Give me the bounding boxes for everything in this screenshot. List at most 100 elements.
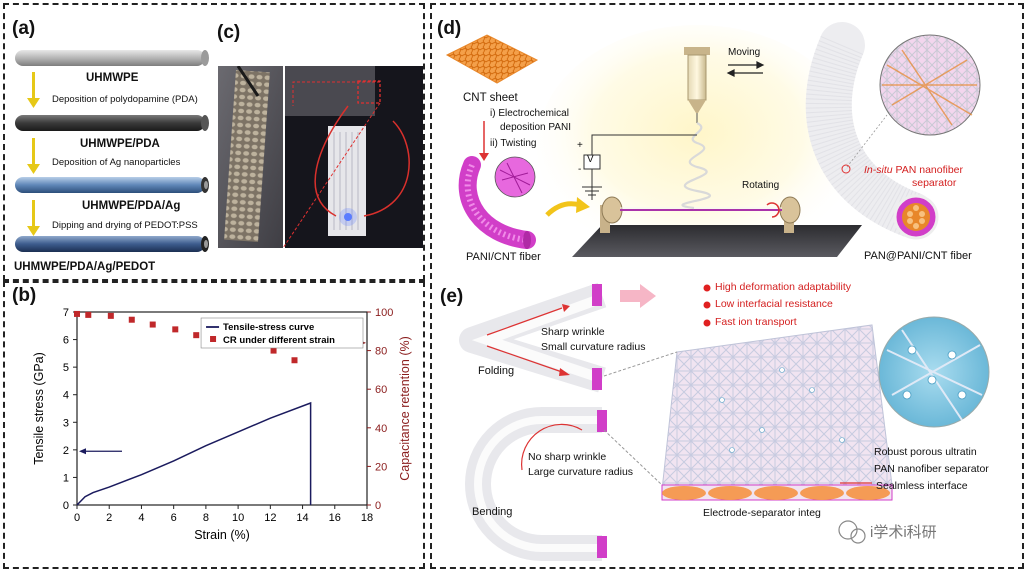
- y-right-tick-label: 20: [375, 461, 387, 473]
- panel-d-diagram: [445, 22, 981, 265]
- no-sharp-wrinkle-label: No sharp wrinkle: [528, 451, 607, 463]
- y-right-tick-label: 60: [375, 384, 387, 396]
- small-curvature-label: Small curvature radius: [541, 341, 646, 353]
- y-left-tick-label: 1: [63, 472, 69, 484]
- panel-e-diagram: [459, 282, 990, 561]
- robust-label-1: Robust porous ultratin: [874, 446, 977, 458]
- y-left-tick-label: 6: [63, 335, 69, 347]
- x-tick-label: 8: [203, 512, 209, 524]
- series-point-capacitance-retention: [193, 332, 200, 339]
- roller-left: [601, 196, 623, 224]
- frame-panels-d-e: [430, 3, 1024, 569]
- frame-panels-a-c: [3, 3, 425, 281]
- step-electrochemical: i) Electrochemical: [490, 108, 569, 119]
- y-left-tick-label: 3: [63, 417, 69, 429]
- stage-label-1: UHMWPE: [86, 72, 139, 84]
- x-tick-label: 2: [106, 512, 112, 524]
- x-axis-label: Strain (%): [194, 528, 250, 542]
- panel-d-label: (d): [437, 18, 462, 39]
- legend-entry-tensile: Tensile-stress curve: [223, 322, 314, 333]
- collector-plate: [572, 225, 862, 257]
- plus-label: +: [577, 140, 583, 151]
- sharp-wrinkle-label: Sharp wrinkle: [541, 326, 605, 338]
- arrow-down-2: [27, 138, 40, 174]
- panel-a-rods: [15, 50, 209, 252]
- cnt-sheet-label: CNT sheet: [463, 92, 518, 104]
- arrow-down-3: [27, 200, 40, 236]
- series-point-capacitance-retention: [149, 321, 156, 328]
- y-right-tick-label: 80: [375, 346, 387, 358]
- rotating-label: Rotating: [742, 180, 780, 191]
- series-point-capacitance-retention: [291, 357, 298, 364]
- voltage-label: V: [587, 154, 594, 165]
- stage-label-3: UHMWPE/PDA/Ag: [82, 200, 181, 212]
- bending-label: Bending: [472, 506, 513, 518]
- legend-box: [200, 317, 364, 349]
- zoom-callout-lines: [292, 81, 380, 106]
- step-deposition: deposition PANI: [500, 122, 571, 133]
- minus-label: -: [578, 164, 582, 175]
- legend-marker-swatch: [210, 336, 217, 342]
- x-tick-label: 10: [232, 512, 244, 524]
- x-tick-label: 4: [138, 512, 144, 524]
- y-left-tick-label: 7: [63, 307, 69, 319]
- integration-label: Electrode-separator integ: [703, 507, 821, 519]
- legend-entry-cr: CR under different strain: [223, 335, 335, 346]
- stage-label-4: UHMWPE/PDA/Ag/PEDOT: [14, 261, 156, 273]
- step-label-2: Deposition of Ag nanoparticles: [52, 157, 181, 168]
- pani-fiber-label: PANI/CNT fiber: [466, 251, 541, 263]
- watermark-text: i学术i科研: [870, 524, 937, 541]
- y-right-tick-label: 100: [375, 307, 393, 319]
- series-point-capacitance-retention: [74, 310, 80, 317]
- folding-label: Folding: [478, 365, 515, 377]
- stage-label-2: UHMWPE/PDA: [80, 138, 160, 150]
- feature-dot-1: [703, 284, 711, 292]
- x-tick-label: 16: [329, 512, 341, 524]
- panel-e-label: (e): [440, 286, 464, 307]
- panel-c-photos: [218, 66, 423, 249]
- x-tick-label: 12: [264, 512, 276, 524]
- insitu-label: In-situ PAN nanofiber: [864, 164, 963, 176]
- arrow-head-left: [79, 448, 86, 455]
- y-left-axis-label: Tensile stress (GPa): [32, 352, 46, 465]
- x-tick-label: 6: [171, 512, 177, 524]
- jet-spiral: [681, 122, 712, 210]
- feature-dot-3: [703, 319, 711, 327]
- electrode-cylinders: [661, 484, 893, 501]
- spinneret: [684, 47, 710, 123]
- process-arrow: [479, 121, 489, 161]
- step-label-1: Deposition of polydopamine (PDA): [52, 94, 198, 105]
- voltage-circuit: [582, 134, 697, 200]
- panel-c-label: (c): [217, 22, 241, 43]
- y-left-tick-label: 0: [63, 500, 69, 512]
- panel-b-label: (b): [12, 285, 37, 306]
- rotating-arrow: [766, 202, 780, 218]
- photo-breadboard-led: [285, 66, 423, 248]
- panel-a-label: (a): [12, 18, 36, 39]
- series-point-capacitance-retention: [85, 311, 92, 318]
- step-label-3: Dipping and drying of PEDOT:PSS: [52, 220, 198, 231]
- moving-label: Moving: [728, 47, 761, 58]
- plot-frame: [76, 311, 368, 506]
- feature-text-3: Fast ion transport: [715, 316, 797, 328]
- pink-arrow: [620, 284, 656, 308]
- y-left-tick-label: 5: [63, 362, 69, 374]
- rod-ag: [15, 177, 209, 193]
- moving-arrows: [726, 61, 765, 77]
- large-curvature-label: Large curvature radius: [528, 466, 634, 478]
- separator-label: separator: [912, 177, 957, 189]
- x-tick-label: 14: [296, 512, 308, 524]
- wechat-icon: [838, 520, 858, 540]
- y-right-tick-label: 0: [375, 500, 381, 512]
- series-point-capacitance-retention: [107, 312, 114, 319]
- photo-knitted-fabric: [218, 66, 283, 248]
- roller-right: [779, 196, 801, 224]
- y-right-tick-label: 40: [375, 423, 387, 435]
- series-point-capacitance-retention: [172, 326, 179, 333]
- frame-panel-b: [3, 281, 425, 569]
- pan-nanofiber-tube: [805, 22, 935, 238]
- rod-uhmwpe: [15, 50, 209, 66]
- y-right-axis-label: Capacitance retention (%): [398, 336, 412, 481]
- feature-text-1: High deformation adaptability: [715, 281, 851, 293]
- x-tick-label: 0: [74, 512, 80, 524]
